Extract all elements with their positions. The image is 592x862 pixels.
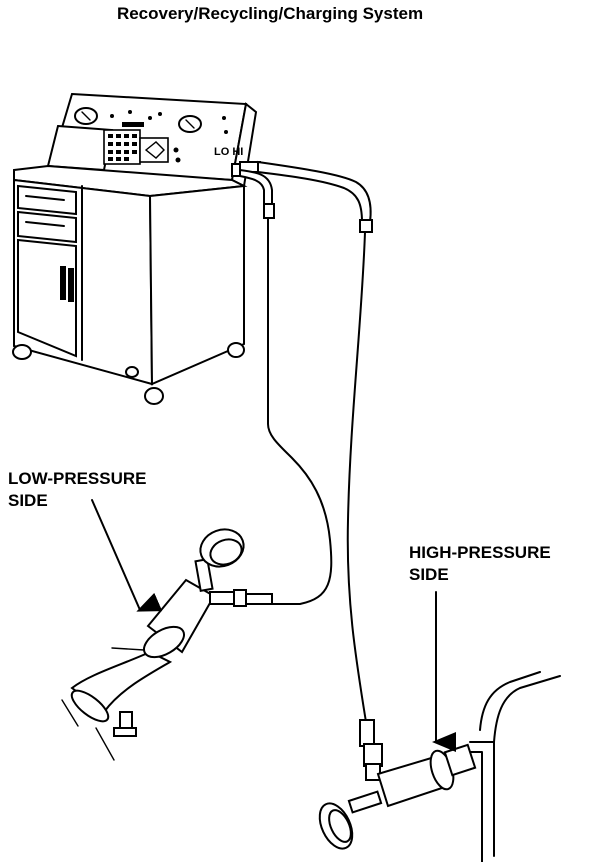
charging-machine: LO HI — [12, 92, 258, 405]
service-hoses — [231, 160, 373, 723]
keypad — [103, 110, 228, 165]
low-pressure-side-label: LOW-PRESSURE SIDE — [8, 469, 147, 510]
low-pressure-service-valve — [61, 499, 273, 761]
diagram-title: Recovery/Recycling/Charging System — [116, 4, 424, 23]
lo-hi-port-label: LO HI — [214, 146, 243, 158]
high-pressure-service-valve — [318, 591, 561, 862]
high-pressure-side-label: HIGH-PRESSURE SIDE — [409, 543, 551, 584]
